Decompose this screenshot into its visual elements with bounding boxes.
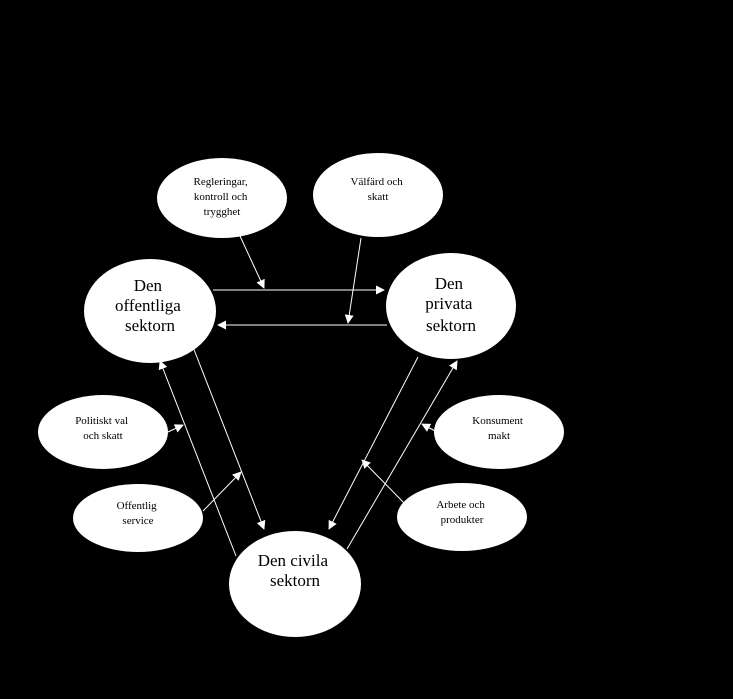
civil-sector-node [229,531,361,637]
label-nodes [38,153,564,552]
arrow-political [167,424,184,433]
welfare-node [313,153,443,237]
private-sector-label: Den privata sektorn [425,274,476,335]
work-label: Arbete och produkter [436,499,487,526]
arrow-civil-to-private [346,360,458,550]
arrow-public-to-civil [192,346,266,530]
consumer-node [434,395,564,469]
arrows [158,235,458,557]
public-sector-label: Den offentliga sektorn [115,276,185,335]
public-sector-node [84,259,216,363]
consumer-label: Konsument makt [472,415,525,442]
arrow-welfare [344,237,362,324]
political-label: Politiskt val och skatt [75,415,131,442]
regulations-node [157,158,287,238]
work-node [397,483,527,551]
civil-sector-label: Den civila sektorn [258,551,333,590]
arrow-civil-to-public [158,360,237,557]
arrow-public-service [202,471,242,512]
arrow-work [361,459,405,504]
political-node [38,395,168,469]
sector-nodes [84,253,516,637]
welfare-label: Välfärd och skatt [351,176,406,203]
private-sector-node [386,253,516,359]
regulations-label: Regleringar, kontroll och trygghet [194,176,251,218]
arrow-regulations [239,235,265,289]
public-service-label: Offentlig service [117,500,160,527]
public-service-node [73,484,203,552]
arrow-private-to-civil [328,356,419,530]
